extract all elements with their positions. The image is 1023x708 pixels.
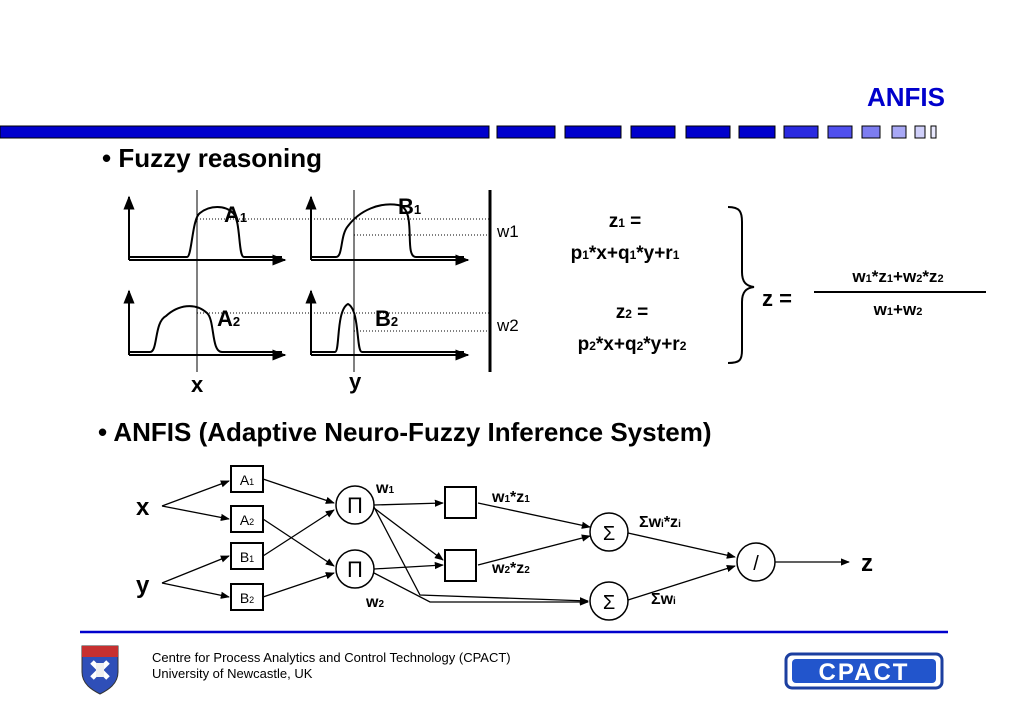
footer-line-1: Centre for Process Analytics and Control… <box>152 650 511 665</box>
membership-plot-b2 <box>305 289 470 361</box>
label-net-w2: w2 <box>365 594 384 611</box>
label-a2: A2 <box>217 306 240 331</box>
z-numerator: w1*z1+w2*z2 <box>851 267 943 286</box>
cpact-logo: CPACT <box>784 652 944 690</box>
footer-line-2: University of Newcastle, UK <box>152 666 313 681</box>
section-heading-fuzzy: • Fuzzy reasoning <box>102 143 322 173</box>
label-w2: w2 <box>496 316 519 335</box>
input-y: y <box>136 572 150 599</box>
label-y-axis: y <box>349 369 362 394</box>
node-a2: A2 <box>230 505 264 533</box>
label-w1z1: w1*z1 <box>491 489 530 506</box>
label-b2: B2 <box>375 306 398 331</box>
label-sum-w: Σwi <box>651 591 676 608</box>
curly-brace <box>727 206 755 364</box>
label-net-w1: w1 <box>375 480 394 497</box>
label-sum-wz: Σwi*zi <box>639 514 681 531</box>
label-b1: B1 <box>398 194 421 219</box>
label-w2z2: w2*z2 <box>491 560 530 577</box>
z2-eq-line1: z2 = <box>616 302 649 323</box>
svg-text:A2: A2 <box>240 512 254 528</box>
label-x-axis: x <box>191 372 204 397</box>
node-norm-2 <box>444 549 477 582</box>
svg-text:Σ: Σ <box>603 592 615 614</box>
output-z: z <box>861 550 873 577</box>
node-pi-2: Π <box>335 549 375 589</box>
svg-text:/: / <box>753 553 759 575</box>
node-divide: / <box>736 542 776 582</box>
z1-eq-line1: z1 = <box>609 211 642 232</box>
membership-plot-b1 <box>305 195 470 266</box>
svg-text:A1: A1 <box>240 472 254 488</box>
fuzzy-reasoning-diagram <box>123 190 986 372</box>
z-equals: z = <box>762 286 792 311</box>
input-x: x <box>136 494 150 521</box>
node-norm-1 <box>444 486 477 519</box>
svg-text:Σ: Σ <box>603 523 615 545</box>
node-b2: B2 <box>230 583 264 611</box>
svg-text:B2: B2 <box>240 590 254 606</box>
page-title: ANFIS <box>867 82 945 112</box>
node-sigma-1: Σ <box>589 512 629 552</box>
z1-eq-line2: p1*x+q1*y+r1 <box>571 243 680 264</box>
membership-plot-a2 <box>123 289 287 361</box>
university-crest-logo <box>81 645 119 695</box>
node-sigma-2: Σ <box>589 581 629 621</box>
z-denominator: w1+w2 <box>873 300 923 319</box>
svg-text:Π: Π <box>347 557 363 582</box>
label-a1: A1 <box>224 202 247 227</box>
anfis-network <box>161 478 850 606</box>
z2-eq-line2: p2*x+q2*y+r2 <box>578 334 687 355</box>
node-b1: B1 <box>230 542 264 570</box>
membership-plot-a1 <box>123 195 287 266</box>
svg-text:CPACT: CPACT <box>819 659 910 686</box>
header-bar <box>0 125 937 139</box>
svg-text:Π: Π <box>347 493 363 518</box>
svg-text:B1: B1 <box>240 549 254 565</box>
label-w1: w1 <box>496 222 519 241</box>
node-a1: A1 <box>230 465 264 493</box>
node-pi-1: Π <box>335 485 375 525</box>
section-heading-anfis: • ANFIS (Adaptive Neuro-Fuzzy Inference … <box>98 417 712 447</box>
